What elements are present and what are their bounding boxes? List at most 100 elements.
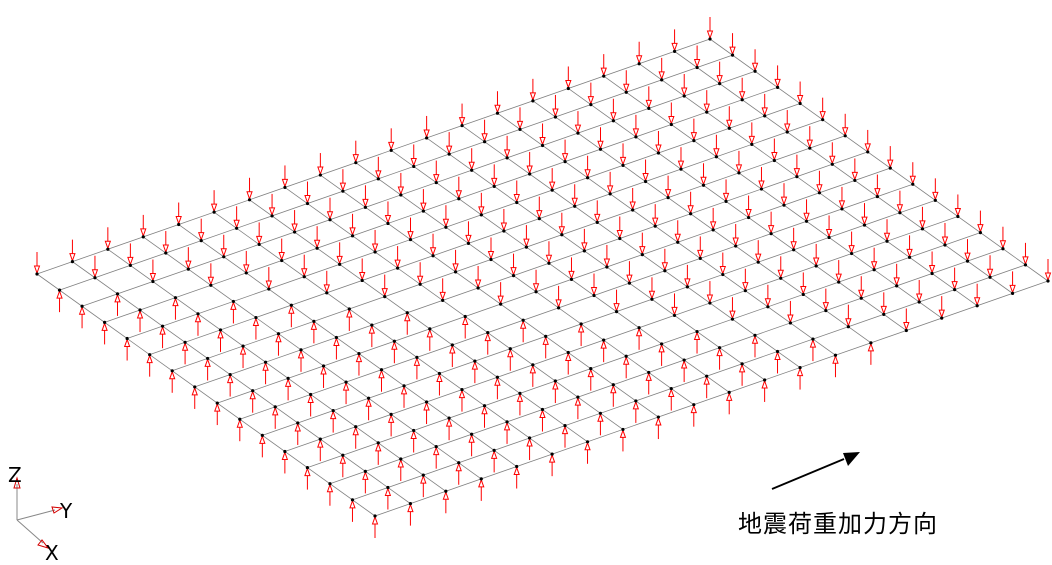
grid-node <box>701 183 706 187</box>
grid-node <box>386 485 390 490</box>
grid-node <box>518 127 522 131</box>
grid-node <box>360 278 364 283</box>
load-arrow <box>858 276 865 299</box>
grid-node <box>827 235 831 240</box>
load-arrow-head <box>420 202 427 212</box>
grid-line <box>59 54 733 291</box>
load-arrow-head <box>510 267 517 277</box>
load-arrow-head <box>758 180 765 190</box>
load-arrow <box>745 195 752 219</box>
load-arrow-head <box>352 426 359 436</box>
load-arrow-head <box>581 242 588 252</box>
load-arrow <box>384 201 392 224</box>
load-arrow-head <box>288 304 295 314</box>
load-arrow-head <box>606 185 614 195</box>
grid-node <box>453 270 458 274</box>
load-arrow <box>159 325 166 349</box>
load-arrow <box>668 388 675 411</box>
grid-node <box>212 210 216 214</box>
load-arrow <box>249 390 256 413</box>
load-arrow <box>658 343 665 366</box>
load-arrow-head <box>909 175 917 185</box>
grid-node <box>80 304 84 308</box>
grid-node <box>753 333 757 337</box>
load-arrow-head <box>323 284 330 294</box>
grid-node <box>383 294 387 299</box>
y-axis-label: Y <box>59 499 73 523</box>
load-arrow <box>693 331 701 354</box>
load-arrow <box>784 110 791 133</box>
grid-line <box>568 88 907 331</box>
load-arrow <box>829 142 836 165</box>
grid-node <box>943 243 947 247</box>
grid-node <box>141 235 145 239</box>
grid-node <box>814 264 818 268</box>
load-arrow-head <box>217 329 224 339</box>
grid-node <box>128 263 132 267</box>
grid-node <box>57 288 62 292</box>
load-arrow-head <box>735 164 743 174</box>
load-arrow-head <box>429 247 437 257</box>
grid-node <box>148 353 152 357</box>
axis-triad: Z Y X <box>8 463 73 565</box>
grid-line <box>104 87 778 323</box>
load-arrow <box>516 392 524 416</box>
load-arrow <box>919 206 926 230</box>
grid-node <box>447 152 451 156</box>
load-arrow <box>645 86 653 109</box>
grid-node <box>396 266 400 270</box>
grid-node <box>260 433 264 437</box>
grid-node <box>730 317 735 321</box>
grid-node <box>521 318 525 322</box>
load-arrow <box>207 263 215 286</box>
load-arrow-head <box>941 236 949 246</box>
grid-node <box>611 383 615 387</box>
load-arrow <box>491 164 498 187</box>
grid-node <box>379 368 384 372</box>
load-arrow <box>548 453 556 477</box>
load-arrow-head <box>168 370 176 380</box>
load-arrow-head <box>497 295 504 305</box>
load-arrow-head <box>371 515 379 525</box>
load-arrow <box>33 252 41 275</box>
grid-node <box>1001 247 1005 251</box>
grid-node <box>602 74 606 78</box>
grid-node <box>286 376 290 380</box>
load-arrow <box>616 216 623 239</box>
load-arrow-head <box>561 425 569 435</box>
grid-line <box>709 38 1049 282</box>
load-arrow-head <box>558 226 566 236</box>
load-arrow <box>915 279 923 303</box>
load-arrow <box>639 232 646 256</box>
load-arrow-head <box>674 233 681 243</box>
load-arrow-head <box>123 338 131 348</box>
load-arrow-head <box>204 357 211 367</box>
grid-node <box>904 328 908 333</box>
grid-node <box>1046 279 1050 283</box>
grid-node <box>151 279 155 284</box>
load-arrow-head <box>867 342 875 352</box>
load-arrow <box>529 78 537 102</box>
grid-node <box>663 269 667 273</box>
grid-node <box>524 245 529 249</box>
load-arrow-head <box>455 462 462 472</box>
load-arrow-head <box>748 135 756 145</box>
load-arrow-head <box>539 136 546 146</box>
load-arrow <box>349 213 356 237</box>
load-arrow-head <box>629 201 636 211</box>
load-arrow <box>999 226 1007 250</box>
load-arrow <box>358 258 366 281</box>
load-arrow-head <box>516 120 524 130</box>
grid-node <box>669 122 673 127</box>
grid-node <box>434 445 438 449</box>
load-arrow <box>307 393 314 417</box>
load-arrow <box>761 379 768 402</box>
load-arrow-head <box>764 298 772 308</box>
load-arrow-head <box>658 343 665 353</box>
load-arrow <box>600 54 607 77</box>
load-arrow-head <box>127 256 134 266</box>
load-arrow <box>388 128 395 151</box>
load-arrow <box>255 222 263 245</box>
load-arrow-head <box>903 321 910 331</box>
grid-node <box>637 326 641 330</box>
